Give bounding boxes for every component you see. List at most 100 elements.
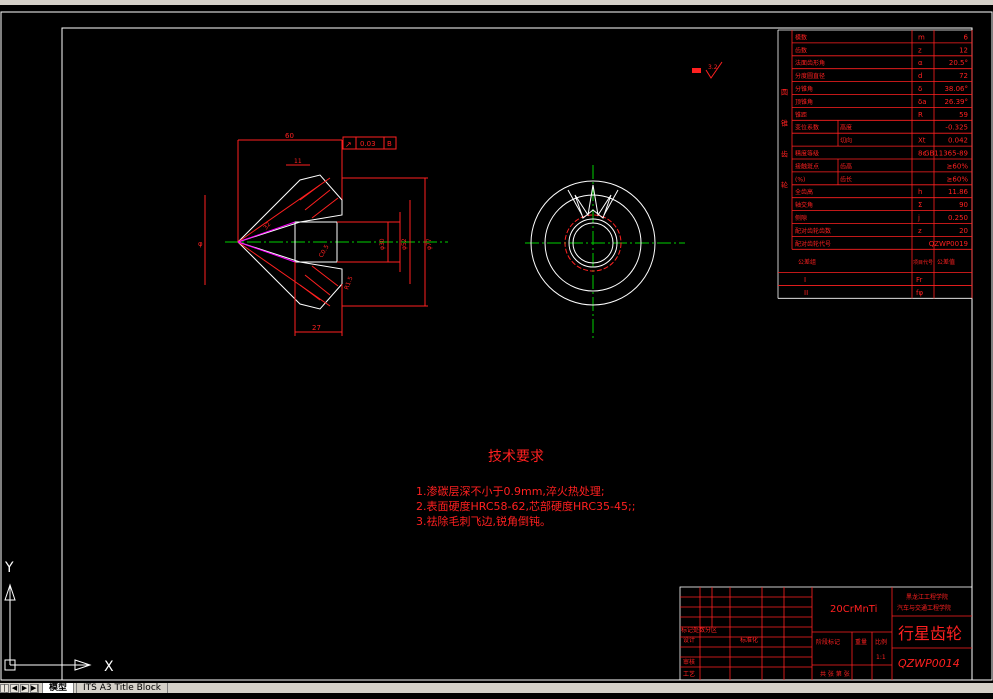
param-value: 26.39° [944,98,968,106]
param-symbol: z [918,46,922,54]
param-sub-label: 高度 [840,124,852,132]
part-name: 行星齿轮 [898,624,962,643]
group-header-symbol: 项目代号 [913,259,933,266]
param-value: QZWP0019 [929,240,968,248]
param-symbol: Xt [918,137,926,145]
dim-bore: φ30 [379,238,386,250]
param-sub-label: 齿长 [840,175,852,183]
dim-radius: R1.5 [343,275,354,290]
param-side-label: 圆 [781,89,788,97]
school-line-1: 黑龙江工程学院 [906,593,948,601]
tab-first-button[interactable]: |◀ [0,683,9,699]
param-value: 12 [959,46,968,54]
param-value: 20.5° [949,59,968,67]
tab-last-button[interactable]: ▶| [30,683,39,693]
rev-label: 标记处数分区 [681,626,717,634]
tolerance-symbol: ↗ [345,140,352,149]
param-name: 轴交角 [795,201,813,209]
ucs-x-label: X [104,659,114,675]
process-label: 工艺 [683,670,695,678]
param-value: 72 [959,72,968,80]
standard-label: 标准化 [740,636,758,644]
gear-section-view[interactable] [204,139,448,336]
dim-outer: φ77 [426,238,433,250]
param-value: 0.250 [948,214,968,222]
check-label: 审核 [683,658,695,666]
param-value: 90 [959,201,968,209]
title-block [679,586,973,681]
gear-front-view[interactable] [525,165,685,338]
tab-layout[interactable]: ITS A3 Title Block [76,683,168,693]
roughness-symbol: 3.2 [692,61,723,79]
param-name: 顶锥角 [795,98,813,106]
param-value: -0.325 [945,124,968,132]
dim-bottom-width: 27 [312,324,321,332]
tab-next-button[interactable]: ▶ [20,683,29,693]
param-value: 0.042 [948,137,968,145]
param-side-label: 锥 [781,118,788,127]
param-symbol: α [918,59,923,67]
cad-drawing-canvas[interactable]: 60 11 32 27 φ φ30 φ52 φ77 R1.5 C0.5 ↗ 0.… [0,5,993,683]
drawing-number: QZWP0014 [898,657,960,670]
design-label: 设计 [683,636,695,644]
drawing-frame [61,27,973,681]
group-row-name: II [804,289,808,297]
param-name: 齿数 [795,46,807,54]
param-name: 配对齿轮代号 [795,240,831,248]
param-value: GB11365-89 [924,150,968,158]
param-value: 6 [964,33,969,41]
dim-chamfer: C0.5 [318,243,331,259]
group-header-name: 公差组 [798,258,816,266]
group-row-symbol: Fr [916,276,923,284]
param-sub-label: 切向 [840,137,852,145]
window-top-edge [0,0,993,5]
param-symbol: z [918,227,922,235]
param-value: 20 [959,227,968,235]
stage-label: 阶段标记 [816,638,840,646]
param-name: 锥距 [795,111,807,119]
param-name: 分度圆直径 [795,72,825,80]
ucs-icon [4,583,92,671]
material-text: 20CrMnTi [830,604,877,615]
param-name: (%) [795,176,805,183]
param-symbol: h [918,188,922,196]
param-name: 模数 [795,33,807,41]
param-symbol: 8c [918,150,926,158]
note-item-2: 2.表面硬度HRC58-62,芯部硬度HRC35-45;; [416,499,635,513]
param-name: 精度等级 [795,150,819,158]
param-side-label: 齿 [781,150,788,158]
param-side-label: 轮 [781,180,788,189]
sheet-label: 共 张 第 张 [820,670,850,678]
group-header-value: 公差值 [937,258,955,266]
tab-prev-button[interactable]: ◀ [10,683,19,693]
tolerance-value: 0.03 [360,140,376,148]
roughness-value: 3.2 [708,64,718,71]
school-line-2: 汽车与交通工程学院 [897,604,951,612]
param-symbol: j [917,214,920,222]
group-row-name: I [804,276,806,284]
dim-slant: 32 [262,221,272,231]
param-name: 分锥角 [795,85,813,93]
param-symbol: R [918,111,923,119]
dim-left-dia: φ [198,240,203,248]
param-name: 接触斑点 [795,162,819,170]
param-symbol: Σ [918,201,922,209]
group-row-symbol: fφ [916,289,923,297]
notes-title: 技术要求 [488,449,544,465]
layout-tab-bar: |◀ ◀ ▶ ▶| 模型 ITS A3 Title Block [0,683,993,699]
param-value: ≥60% [947,162,969,170]
dim-upper-small: 11 [294,158,302,165]
note-item-3: 3.祛除毛刺飞边,锐角倒钝。 [416,514,551,528]
weight-label: 重量 [855,638,867,646]
param-name: 法面齿形角 [795,59,825,67]
scale-value: 1:1 [876,654,886,661]
param-symbol: δa [918,98,927,106]
dim-top-width: 60 [285,132,294,140]
param-name: 变位系数 [795,124,819,132]
geometric-tolerance-frame[interactable]: ↗ 0.03 B [342,136,397,150]
param-symbol: d [918,72,922,80]
param-symbol: δ [918,85,922,93]
param-sub-label: 齿高 [840,162,852,170]
tab-model[interactable]: 模型 [42,683,75,693]
